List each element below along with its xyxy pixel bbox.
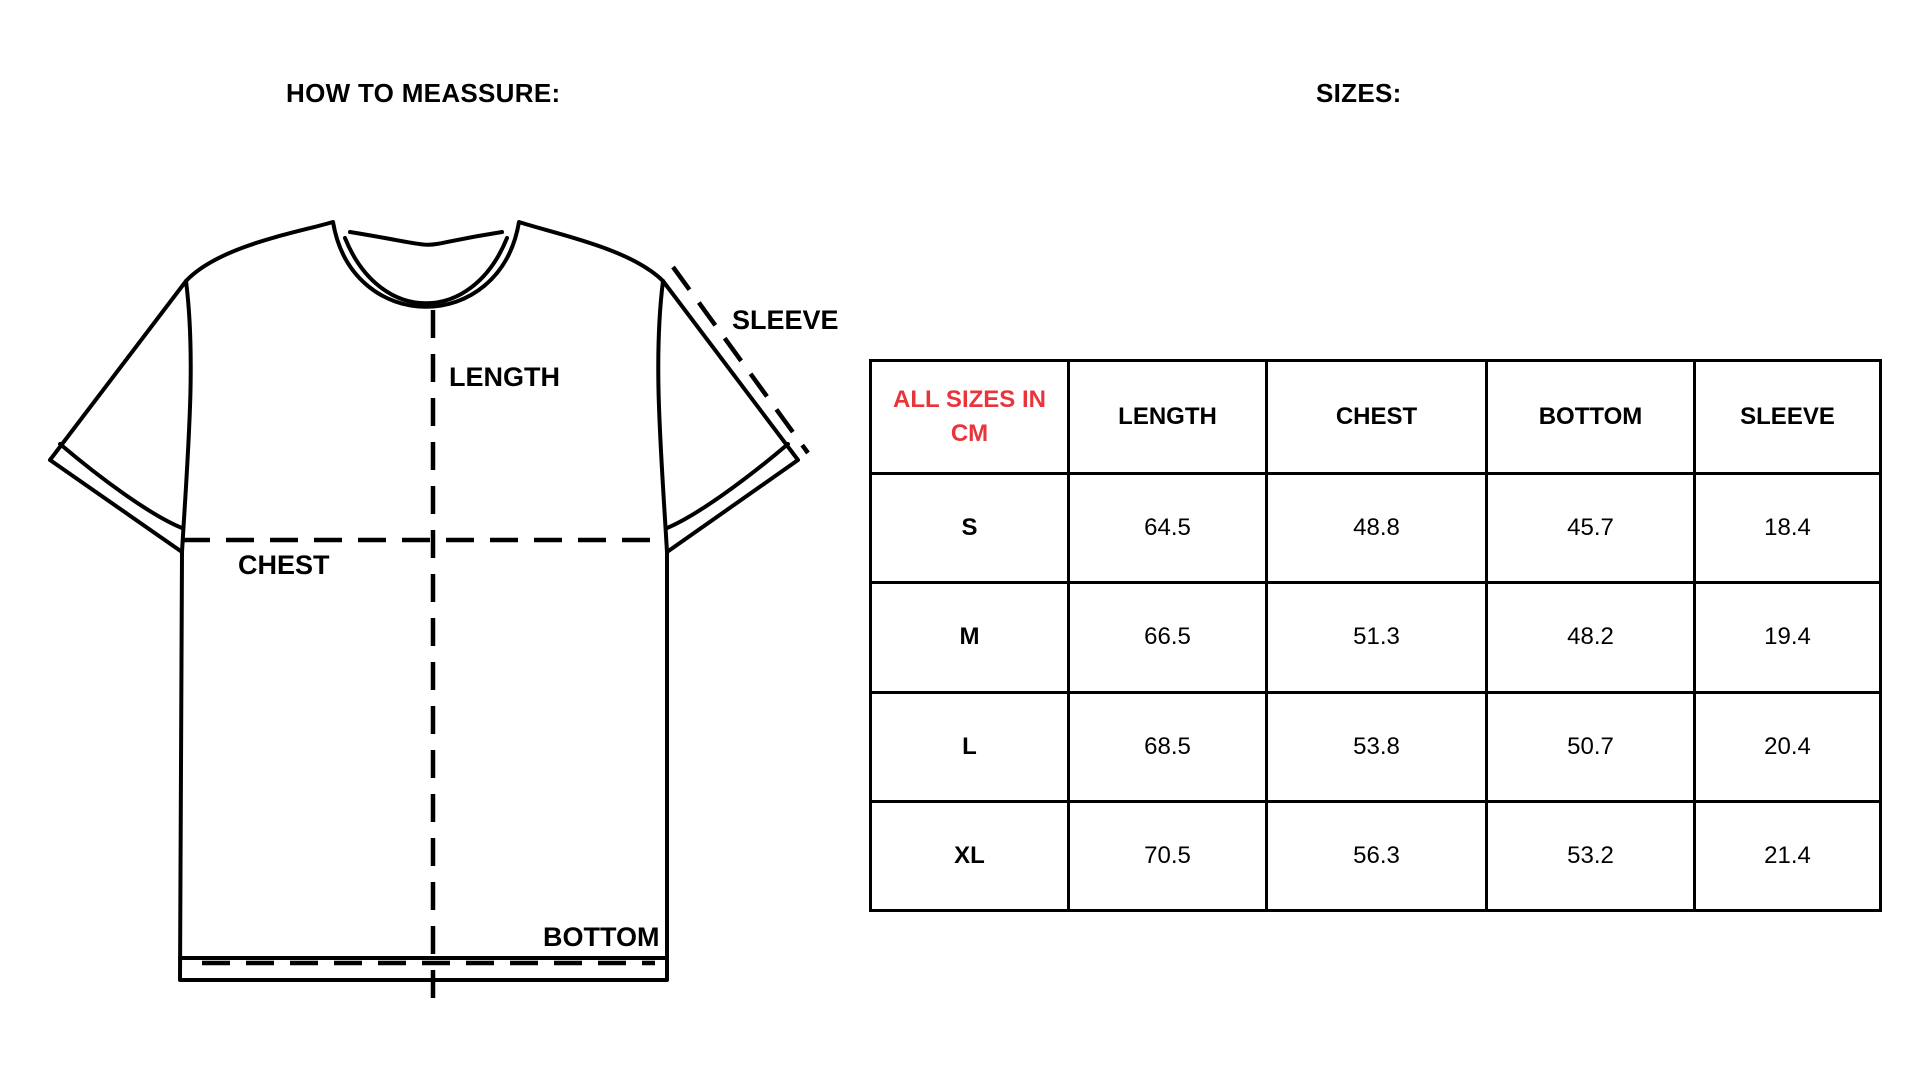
length-label: LENGTH	[449, 362, 560, 392]
size-label: M	[869, 581, 1070, 694]
collar-inner	[343, 236, 509, 306]
table-cell: 66.5	[1067, 581, 1268, 694]
table-cell: 68.5	[1067, 690, 1268, 803]
left-armhole-seam	[180, 279, 193, 554]
bottom-label: BOTTOM	[543, 922, 660, 952]
table-cell: 18.4	[1693, 471, 1882, 585]
sleeve-measure-line	[671, 265, 810, 455]
sizes-heading: SIZES:	[1316, 78, 1402, 108]
how-to-measure-heading: HOW TO MEASSURE:	[286, 78, 561, 108]
table-cell: 56.3	[1265, 799, 1488, 913]
size-table-header-row: ALL SIZES IN CM LENGTH CHEST BOTTOM SLEE…	[869, 359, 1882, 475]
table-cell: 45.7	[1485, 471, 1696, 585]
table-row: M 66.5 51.3 48.2 19.4	[869, 581, 1882, 694]
table-row: L 68.5 53.8 50.7 20.4	[869, 690, 1882, 803]
table-cell: 53.8	[1265, 690, 1488, 803]
size-label: L	[869, 690, 1070, 803]
column-header-bottom: BOTTOM	[1485, 359, 1696, 475]
table-cell: 21.4	[1693, 799, 1882, 913]
column-header-chest: CHEST	[1265, 359, 1488, 475]
sleeve-label: SLEEVE	[732, 305, 839, 335]
tshirt-diagram: LENGTH CHEST SLEEVE BOTTOM	[48, 220, 839, 1010]
table-row: XL 70.5 56.3 53.2 21.4	[869, 799, 1882, 913]
chest-label: CHEST	[238, 550, 330, 580]
units-note: ALL SIZES IN CM	[869, 359, 1070, 475]
left-sleeve-hem	[58, 442, 184, 530]
table-cell: 50.7	[1485, 690, 1696, 803]
table-cell: 19.4	[1693, 581, 1882, 694]
table-cell: 48.8	[1265, 471, 1488, 585]
collar-rib	[348, 230, 504, 247]
table-cell: 70.5	[1067, 799, 1268, 913]
right-sleeve-hem	[665, 442, 790, 530]
size-label: XL	[869, 799, 1070, 913]
table-cell: 53.2	[1485, 799, 1696, 913]
size-label: S	[869, 471, 1070, 585]
table-cell: 51.3	[1265, 581, 1488, 694]
table-cell: 20.4	[1693, 690, 1882, 803]
table-row: S 64.5 48.8 45.7 18.4	[869, 471, 1882, 585]
column-header-length: LENGTH	[1067, 359, 1268, 475]
right-armhole-seam	[656, 279, 669, 554]
table-cell: 48.2	[1485, 581, 1696, 694]
size-table: ALL SIZES IN CM LENGTH CHEST BOTTOM SLEE…	[869, 359, 1882, 913]
table-cell: 64.5	[1067, 471, 1268, 585]
tshirt-outline	[48, 220, 800, 982]
column-header-sleeve: SLEEVE	[1693, 359, 1882, 475]
